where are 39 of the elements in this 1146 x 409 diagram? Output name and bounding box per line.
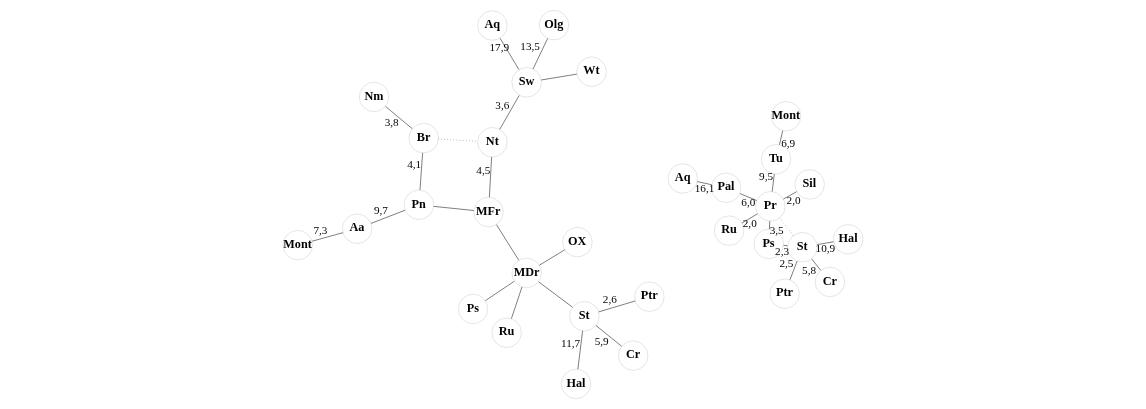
edge-label: 4,1	[407, 158, 422, 171]
edge-label: 3,6	[495, 99, 510, 112]
edge-label: 10,9	[815, 242, 836, 255]
edge-label: 17,9	[489, 40, 510, 53]
edge-label: 6,0	[741, 196, 756, 208]
node-circle: MFr	[473, 197, 504, 228]
node-circle: Olg	[538, 10, 569, 41]
node-circle: Wt	[576, 56, 607, 87]
edge-label: 7,3	[313, 223, 328, 236]
node-circle: OX	[562, 227, 593, 258]
node-circle: Ps	[458, 293, 489, 324]
node-circle: Aq	[477, 10, 508, 41]
node-circle: Nt	[477, 127, 508, 158]
node-circle: Ptr	[769, 278, 800, 309]
node-circle: Pn	[403, 189, 434, 220]
edge-label: 5,8	[802, 263, 817, 276]
edge-label: 11,7	[560, 336, 581, 349]
node-circle: Mont	[771, 101, 802, 132]
node-circle: Sw	[511, 67, 542, 98]
node-circle: Nm	[359, 81, 390, 112]
edge-label: 4,5	[476, 163, 491, 176]
node-circle: Br	[408, 123, 439, 154]
node-circle: Ptr	[634, 281, 665, 312]
node-circle: Aa	[342, 213, 373, 244]
node-circle: St	[569, 301, 600, 332]
node-circle: Cr	[618, 340, 649, 371]
node-circle: Ru	[491, 317, 522, 348]
edge-label: 2,3	[775, 244, 790, 257]
node-circle: Mont	[282, 230, 313, 261]
node-circle: Hal	[561, 368, 592, 399]
edge-label: 5,9	[594, 334, 609, 347]
edge-label: 2,0	[742, 217, 757, 230]
edge-label: 9,7	[373, 203, 388, 216]
edge-label: 13,5	[520, 40, 540, 53]
node-circle: Pr	[755, 191, 786, 222]
edge-label: 3,5	[769, 224, 784, 237]
edge-label: 2,6	[602, 293, 617, 306]
node-circle: MDr	[511, 257, 542, 288]
edge-label: 3,8	[384, 116, 399, 129]
